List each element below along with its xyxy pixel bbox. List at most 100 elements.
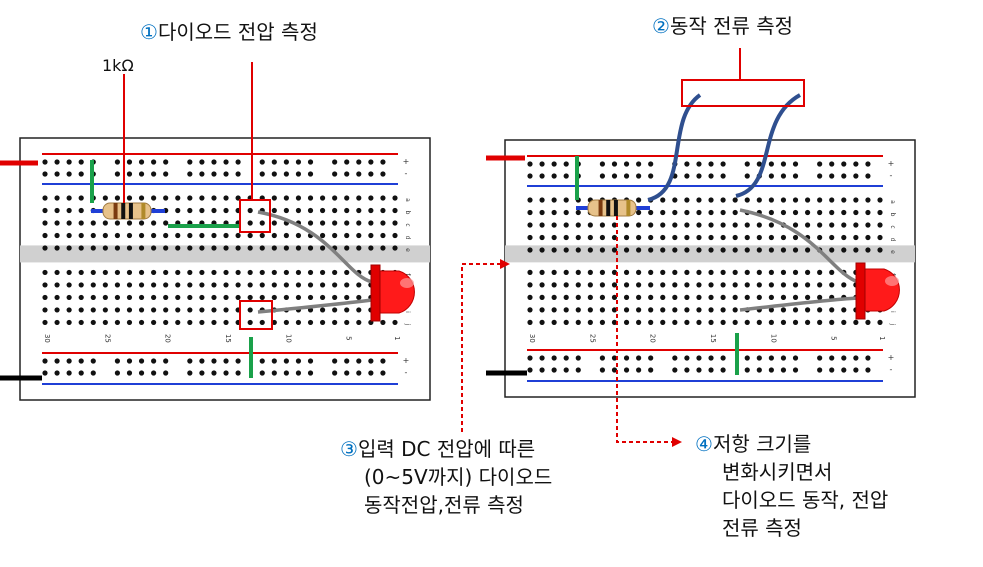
strip-hole [211,319,217,326]
strip-hole [696,269,702,275]
row-label: j [889,323,896,326]
strip-hole [744,222,750,228]
strip-hole [696,209,702,216]
strip-hole [599,319,606,325]
strip-hole [163,319,169,326]
strip-hole [636,222,642,228]
strip-hole [551,234,557,241]
strip-hole [247,207,253,214]
strip-hole [187,282,193,288]
strip-hole [344,245,350,251]
strip-hole [307,220,314,226]
strip-hole [380,319,386,326]
rail-hole [259,159,265,165]
strip-hole [368,232,374,239]
annotations [123,48,805,447]
strip-hole [732,234,738,241]
strip-hole [829,247,835,253]
strip-hole [151,319,157,326]
strip-hole [223,282,229,288]
rail-hole [780,161,787,167]
strip-hole [114,269,121,276]
strip-hole [744,319,750,325]
strip-hole [563,234,569,241]
strip-hole [66,207,72,214]
strip-hole [551,307,557,313]
strip-hole [756,222,762,228]
strip-hole [307,282,314,288]
strip-hole [332,220,338,226]
strip-hole [792,282,799,288]
strip-hole [102,282,108,288]
strip-hole [54,207,60,214]
rail-hole [114,358,121,364]
strip-hole [804,282,811,288]
strip-hole [380,195,386,201]
rail-hole [539,355,545,361]
strip-hole [732,197,738,203]
rail-hole [563,367,569,373]
strip-hole [660,282,666,288]
column-number: 30 [43,334,51,343]
strip-hole [841,197,847,203]
strip-hole [102,195,108,201]
rail-hole [344,370,350,376]
rail-hole [368,171,374,177]
strip-hole [187,307,193,313]
strip-hole [356,245,362,251]
rail-hole [356,171,362,177]
strip-hole [768,307,774,313]
rail-hole [841,161,847,167]
strip-hole [319,245,326,251]
rail-hole [792,355,799,361]
rail-hole [551,367,557,373]
strip-hole [865,247,871,253]
strip-hole [587,269,593,275]
strip-hole [295,294,302,301]
strip-hole [114,195,121,201]
row-label: e [404,248,411,252]
strip-hole [138,319,145,326]
strip-hole [672,234,678,241]
label-resistor-change: ④저항 크기를 [695,432,811,457]
strip-hole [551,282,557,288]
strip-hole [223,307,229,313]
strip-hole [175,282,181,288]
resistor-icon [91,202,165,220]
strip-hole [271,282,277,288]
rail-hole [684,367,690,373]
strip-hole [539,222,545,228]
rail-hole [199,171,205,177]
rail-hole [539,173,545,179]
strip-hole [271,207,277,214]
resistor-icon [576,199,650,217]
rail-hole [744,355,750,361]
strip-hole [163,282,169,288]
rail-hole [344,171,350,177]
strip-hole [259,220,265,226]
strip-hole [708,307,714,313]
resistor-band [626,200,631,216]
rail-hole [78,171,84,177]
strip-hole [295,245,302,251]
strip-hole [599,269,606,275]
strip-hole [720,269,726,275]
led-rim [855,262,866,320]
strip-hole [575,269,581,275]
strip-hole [211,232,217,239]
strip-hole [720,209,726,216]
strip-hole [211,294,217,301]
strip-hole [792,209,799,216]
strip-hole [211,282,217,288]
column-number: 20 [164,334,172,343]
strip-hole [175,294,181,301]
rail-hole [356,358,362,364]
rail-hole [380,370,386,376]
rail-hole [307,358,314,364]
strip-hole [344,269,350,276]
strip-hole [102,269,108,276]
rail-hole [307,159,314,165]
label-diode-voltage-text: 다이오드 전압 측정 [157,20,318,44]
rail-hole [66,159,72,165]
